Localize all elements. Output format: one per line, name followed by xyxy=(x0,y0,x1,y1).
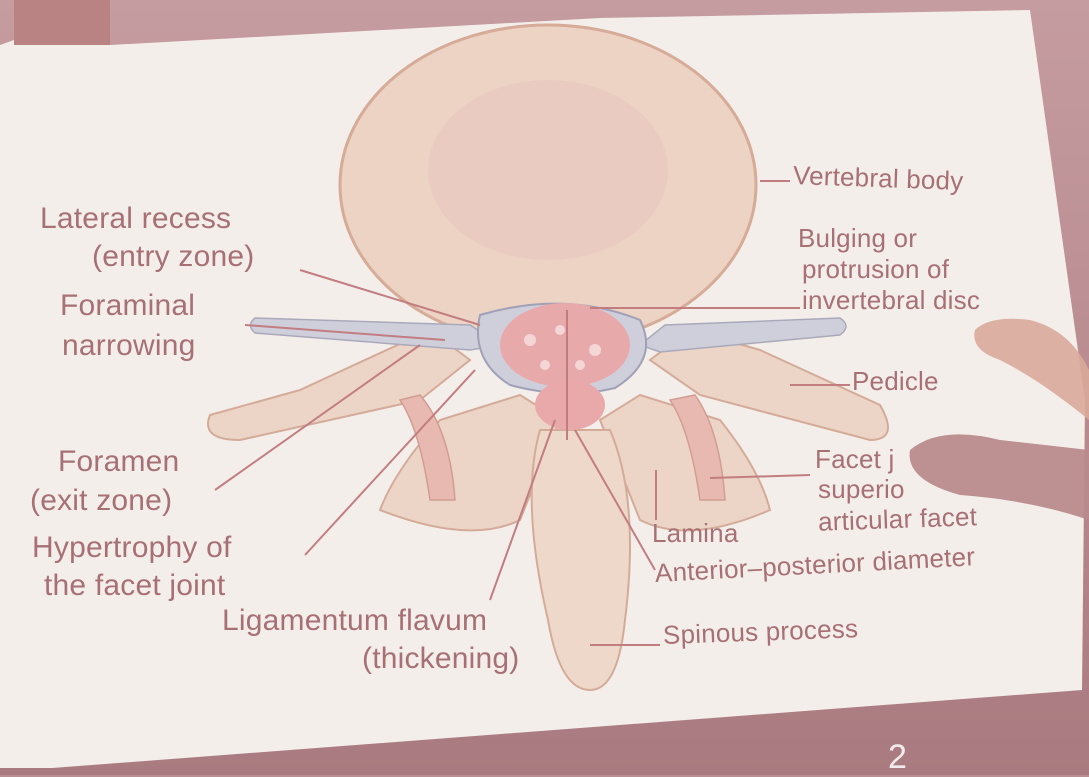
label-facet-3: articular facet xyxy=(818,503,978,536)
label-ligamentum-1: Ligamentum flavum xyxy=(222,605,487,637)
label-foraminal-1: Foraminal xyxy=(60,290,195,322)
label-lateral-recess-1: Lateral recess xyxy=(40,203,231,235)
label-bulging-3: invertebral disc xyxy=(802,287,980,314)
slide-number: 2 xyxy=(888,738,907,777)
label-facet-1: Facet j xyxy=(815,446,894,473)
disc-dot xyxy=(589,344,601,356)
label-foramen-1: Foramen xyxy=(58,446,179,478)
bulging-disc xyxy=(500,303,630,387)
label-ligamentum-2: (thickening) xyxy=(362,643,519,675)
label-vertebral-body: Vertebral body xyxy=(793,162,964,195)
label-bulging-2: protrusion of xyxy=(802,256,949,283)
label-hypertrophy-2: the facet joint xyxy=(44,570,225,602)
label-pedicle: Pedicle xyxy=(852,368,939,395)
label-bulging-1: Bulging or xyxy=(798,225,917,252)
disc-dot xyxy=(524,334,536,346)
label-hypertrophy-1: Hypertrophy of xyxy=(32,532,232,564)
disc-dot xyxy=(540,360,550,370)
label-foramen-2: (exit zone) xyxy=(30,485,172,517)
disc-dot xyxy=(575,360,585,370)
disc-dot xyxy=(555,325,565,335)
vertebral-body-center xyxy=(428,80,668,260)
label-foraminal-2: narrowing xyxy=(62,330,196,362)
label-spinous: Spinous process xyxy=(663,615,859,649)
ligamentum-flavum xyxy=(535,380,605,430)
label-facet-2: superio xyxy=(818,476,905,503)
label-lateral-recess-2: (entry zone) xyxy=(92,241,254,273)
label-lamina: Lamina xyxy=(652,520,738,547)
slide-header-block xyxy=(14,0,110,45)
